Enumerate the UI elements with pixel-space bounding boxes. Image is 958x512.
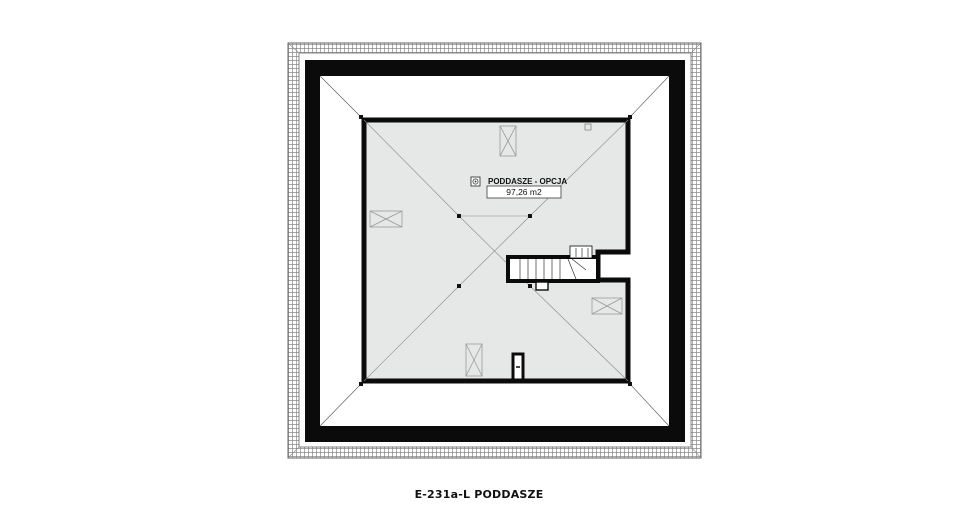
room-symbol-icon — [470, 176, 481, 187]
ridge-points — [359, 115, 632, 386]
staircase — [506, 245, 600, 291]
vent-mark — [584, 123, 592, 131]
room-area-box — [486, 185, 562, 199]
roof-window-bottom — [465, 343, 483, 377]
room-name: PODDASZE - OPCJA — [488, 177, 567, 186]
roof-window-top — [499, 125, 517, 157]
roof-window-right — [591, 297, 623, 315]
chimney — [511, 352, 525, 382]
room-label: PODDASZE - OPCJA 97,26 m2 — [470, 176, 567, 199]
hip-lines-outer — [319, 75, 670, 427]
roof-window-left — [369, 210, 403, 228]
drawing-caption: E-231a-L PODDASZE — [414, 488, 544, 501]
room-area: 97,26 m2 — [506, 187, 542, 197]
